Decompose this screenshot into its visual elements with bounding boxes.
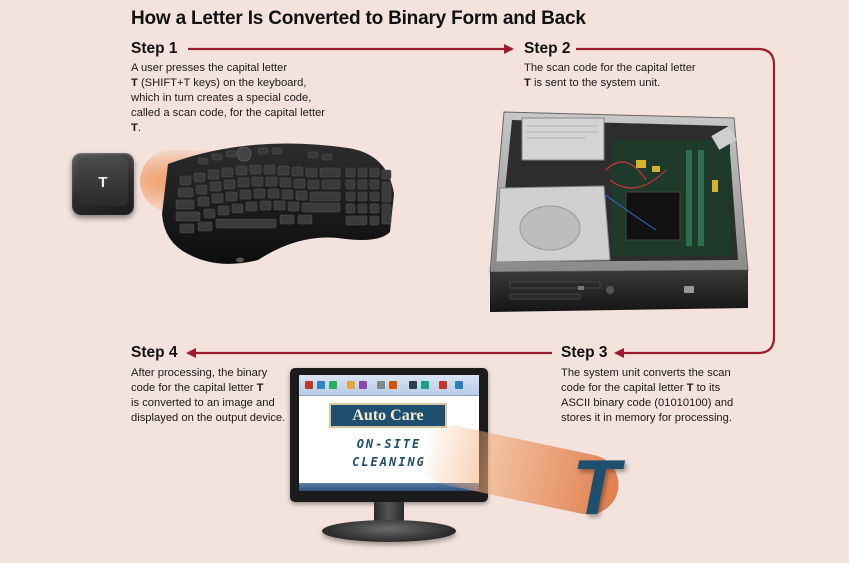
step3-heading: Step 3 (561, 344, 608, 361)
monitor-stand-neck (374, 502, 404, 524)
step2-heading: Step 2 (524, 40, 571, 57)
sign-on-site-cleaning: ON-SITE CLEANING (352, 437, 426, 469)
step4-heading: Step 4 (131, 344, 178, 361)
taskbar (299, 483, 479, 491)
sign-auto-care: Auto Care (329, 403, 447, 428)
diagram-title: How a Letter Is Converted to Binary Form… (131, 8, 586, 29)
step4-text: After processing, the binary code for th… (131, 367, 286, 424)
step1-heading: Step 1 (131, 40, 178, 57)
document-ribbon (299, 375, 479, 396)
arrow-step2-to-step3 (576, 47, 776, 358)
monitor-stand-base (322, 520, 456, 542)
keyboard-key-icon: T (72, 153, 134, 215)
step2-text: The scan code for the capital letter T i… (524, 62, 696, 89)
step1-text: A user presses the capital letter T (SHI… (131, 62, 326, 134)
key-label: T (78, 158, 128, 206)
keyboard-icon (162, 143, 394, 264)
output-letter: T (572, 443, 620, 531)
step3-text: The system unit converts the scan code f… (561, 367, 734, 424)
system-unit-icon (489, 111, 749, 312)
